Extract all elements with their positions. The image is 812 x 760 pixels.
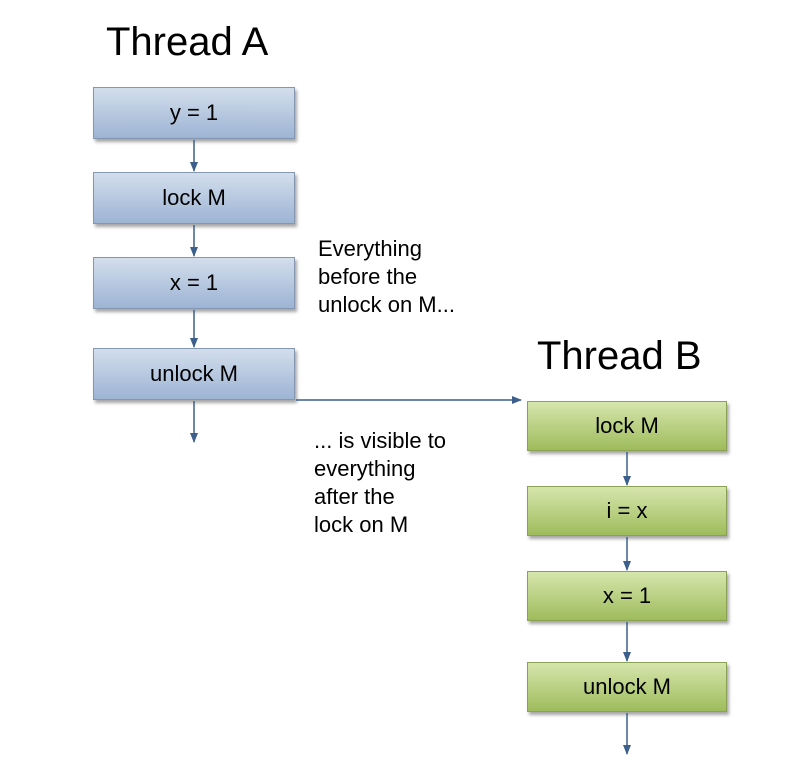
thread-a-step-3: x = 1 bbox=[93, 257, 295, 309]
thread-b-title: Thread B bbox=[537, 334, 702, 378]
thread-a-step-4: unlock M bbox=[93, 348, 295, 400]
thread-b-step-2: i = x bbox=[527, 486, 727, 536]
thread-a-step-1: y = 1 bbox=[93, 87, 295, 139]
thread-a-title: Thread A bbox=[106, 20, 269, 64]
thread-b-step-1: lock M bbox=[527, 401, 727, 451]
thread-b-step-4: unlock M bbox=[527, 662, 727, 712]
annotation-before-unlock: Everything before the unlock on M... bbox=[318, 236, 455, 317]
thread-a-step-2: lock M bbox=[93, 172, 295, 224]
annotation-after-lock: ... is visible to everything after the l… bbox=[314, 428, 447, 537]
thread-b-step-3: x = 1 bbox=[527, 571, 727, 621]
